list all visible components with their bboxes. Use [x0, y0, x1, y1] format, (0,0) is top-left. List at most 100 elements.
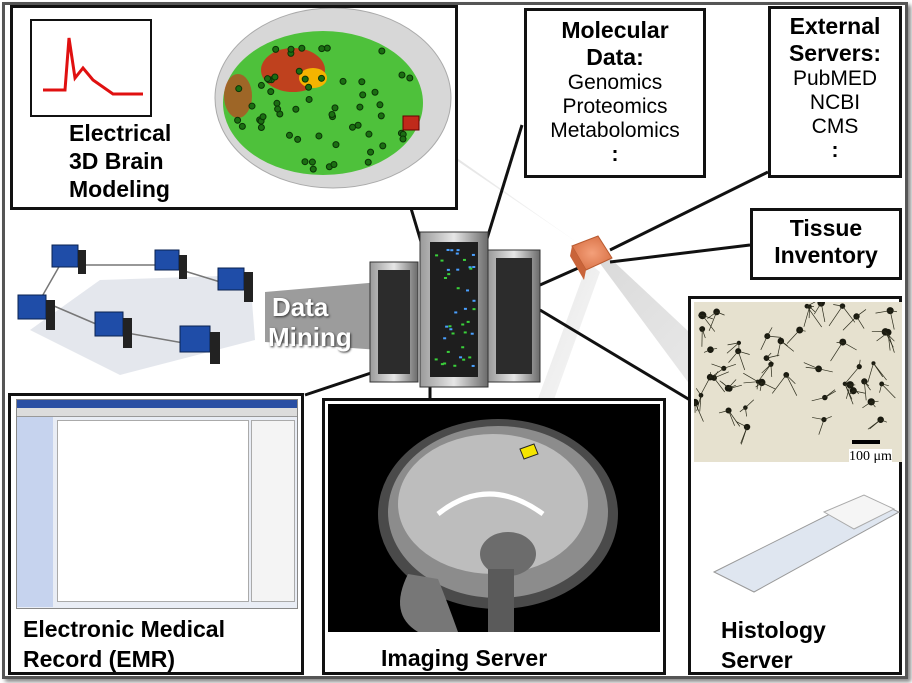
neuron-dendrite: [881, 383, 889, 387]
neuron-dendrite: [786, 329, 800, 344]
electrode-dot: [359, 91, 367, 99]
electrode-dot: [295, 67, 303, 75]
emr-form-area: [57, 420, 249, 602]
neuron-dendrite: [718, 410, 729, 414]
electrode-dot: [364, 158, 372, 166]
tissue-line2: Inventory: [774, 242, 878, 268]
electrode-dot: [257, 81, 265, 89]
electrode-dot: [234, 116, 242, 124]
neuron-dendrite: [756, 381, 759, 390]
server-light: [466, 289, 470, 292]
neuron-dendrite: [869, 419, 881, 430]
emr-line1: Electronic Medical: [23, 616, 225, 642]
mri-roi-marker: [519, 443, 539, 460]
electrode-dot: [301, 158, 309, 166]
electrode-dot: [292, 105, 300, 113]
neuron-dendrite: [766, 327, 773, 337]
server-light: [462, 358, 466, 361]
electrode-dot: [267, 88, 275, 96]
electrode-dot: [308, 158, 316, 166]
electrode-dot: [315, 132, 323, 140]
electrode-dot: [367, 148, 375, 156]
tissue-inventory-panel: Tissue Inventory: [750, 208, 902, 280]
electrode-dots: [234, 44, 414, 173]
neuron-dendrite: [803, 306, 810, 327]
neuron-dendrite: [710, 368, 725, 378]
server-light: [447, 273, 451, 276]
electrode-dot: [376, 101, 384, 109]
histology-line2: Server: [721, 647, 793, 673]
neuron-dendrite: [871, 330, 886, 333]
neuron-dendrite: [727, 379, 737, 389]
electrode-dot: [378, 47, 386, 55]
neuron-dendrite: [755, 382, 762, 388]
molecular-item: :: [611, 143, 619, 166]
electrode-dot: [377, 112, 385, 120]
server-light: [461, 346, 465, 349]
electrode-dot: [285, 131, 293, 139]
neuron-dendrite: [842, 316, 857, 331]
electrode-dot: [298, 44, 306, 52]
electrode-dot: [339, 77, 347, 85]
server-light: [450, 249, 454, 252]
emr-screenshot: [16, 399, 298, 609]
neuron-dendrite: [707, 311, 717, 319]
neuron-dendrite: [828, 305, 843, 327]
neuron-dendrite: [812, 417, 825, 420]
server-light: [443, 337, 447, 340]
external-item: PubMED: [792, 67, 878, 90]
server-racks: [369, 231, 541, 388]
external-item: NCBI: [809, 91, 861, 114]
electrode-dot: [305, 95, 313, 103]
electrode-dot: [274, 105, 282, 113]
neuron-dendrite: [770, 364, 773, 377]
neuron-dendrite: [740, 426, 748, 444]
server-light: [470, 332, 474, 335]
emr-sidebar: [17, 417, 53, 607]
neuron-dendrite: [725, 385, 729, 389]
server-light: [468, 356, 472, 359]
server-light: [448, 325, 452, 328]
neuron-dendrite: [743, 372, 759, 382]
electrode-dot: [257, 124, 265, 132]
server-light: [453, 364, 457, 367]
molecular-title: Molecular: [561, 17, 669, 43]
neuron-dendrite: [738, 350, 750, 355]
line-server-histology: [539, 308, 691, 402]
computer-icon: [51, 244, 86, 274]
server-light: [456, 287, 460, 290]
server-light: [440, 259, 444, 262]
neuron-dendrite: [885, 331, 894, 348]
server-light: [456, 268, 460, 271]
neuron-dendrite: [858, 359, 861, 367]
neuron-dendrite: [709, 376, 713, 379]
electrode-dot: [318, 45, 326, 53]
electrode-dot: [349, 123, 357, 131]
neuron-dendrite: [760, 335, 768, 351]
neuron-dendrite: [785, 374, 798, 396]
electrode-dot: [358, 78, 366, 86]
tissue-line1: Tissue: [789, 215, 863, 241]
neuron-body: [842, 381, 848, 386]
neuron-dendrite: [759, 382, 763, 392]
server-light: [456, 249, 460, 252]
brain-modeling-panel: Electrical 3D Brain Modeling: [10, 5, 458, 210]
imaging-server-panel: Imaging Server: [322, 398, 666, 675]
server-lights: [434, 248, 476, 367]
neuron-dendrite: [737, 351, 746, 371]
brain-title-line3: Modeling: [69, 176, 170, 202]
electrode-dot: [328, 110, 336, 118]
server-light: [463, 307, 467, 310]
neuron-dendrite: [761, 382, 776, 390]
histology-line1: Histology: [721, 617, 826, 643]
computer-icon: [17, 294, 55, 330]
neuron-dendrite: [701, 376, 711, 394]
neuron-dendrite: [870, 401, 876, 408]
neuron-dendrite: [809, 306, 816, 313]
electrode-dot: [287, 45, 295, 53]
electrode-dot: [238, 122, 246, 130]
server-light: [445, 325, 449, 328]
neuron-dendrite: [710, 347, 718, 351]
neuron-body: [743, 423, 751, 431]
